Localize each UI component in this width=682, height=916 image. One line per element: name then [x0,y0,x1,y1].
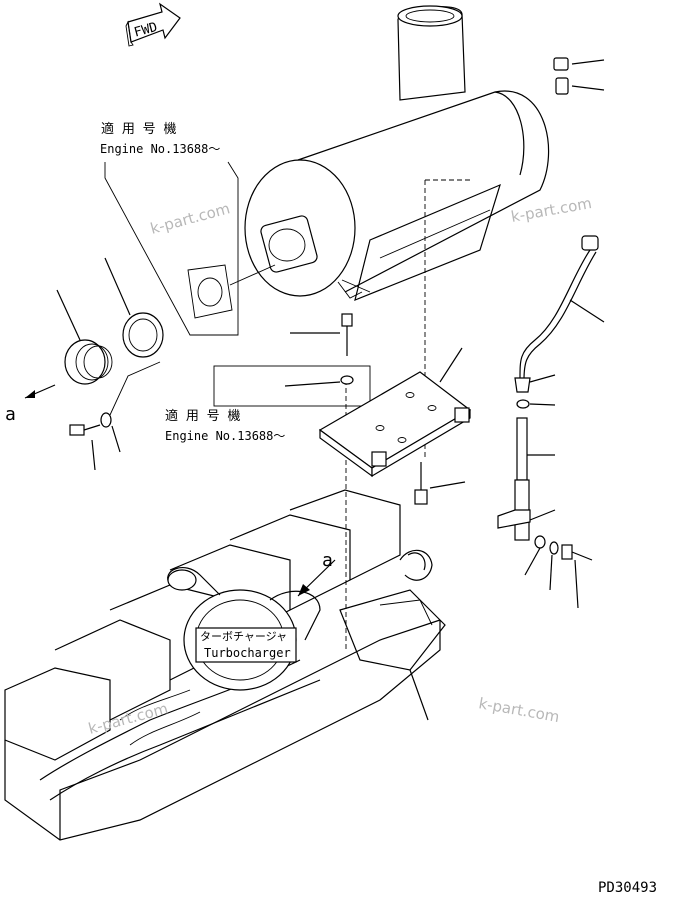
view-marker-engine: a [297,550,336,597]
watermark-3: k-part.com [86,699,170,738]
bottom-bolt-washers [524,535,593,609]
muffler-body [244,5,550,301]
bracket-bolt [290,313,353,356]
turbocharger-label-en: Turbocharger [204,646,291,660]
nut-pair [553,57,605,95]
applicability-note-mid: 適 用 号 機 Engine No.13688～ [165,365,371,443]
bolt-washer-left [69,412,121,471]
mounting-bracket [318,347,472,478]
applicability-label-mid-en: Engine No.13688～ [165,429,285,443]
drain-tube [497,235,605,541]
view-marker-engine-label: a [322,550,333,571]
view-marker-left: a [5,384,56,425]
fwd-arrow-icon: FWD [125,2,181,47]
watermark-1: k-part.com [148,199,232,238]
lower-bolt [414,462,466,505]
applicability-label-top-jp: 適 用 号 機 [101,121,176,137]
turbocharger: ターボチャージャ Turbocharger [167,566,321,691]
fwd-label: FWD [133,20,160,41]
turbocharger-label-jp: ターボチャージャ [200,630,287,643]
gasket-clamp [56,257,164,416]
view-marker-left-label: a [5,404,16,425]
drawing-number: PD30493 [598,880,657,896]
applicability-label-top-en: Engine No.13688～ [100,142,220,156]
applicability-label-mid-jp: 適 用 号 機 [165,408,240,424]
watermark-4: k-part.com [477,694,561,726]
applicability-note-top: 適 用 号 機 Engine No.13688～ [100,121,276,336]
